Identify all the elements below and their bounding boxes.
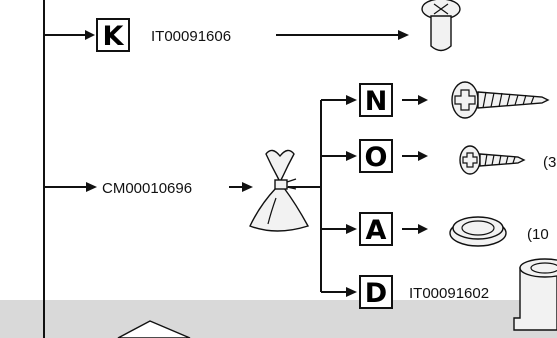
arrow-icon (86, 182, 97, 192)
callout-box-k (96, 18, 130, 52)
arrow-icon (346, 151, 357, 161)
arrow-icon (418, 95, 428, 105)
bag-code: CM00010696 (102, 180, 192, 197)
callout-letter-n: N (365, 86, 388, 117)
part-code-k: IT00091606 (151, 28, 231, 45)
bushing-icon (513, 258, 557, 331)
callout-box-d (359, 275, 393, 309)
arrow-icon (418, 224, 428, 234)
row-bag: CM00010696 (44, 149, 321, 232)
arrow-icon (346, 287, 357, 297)
callout-box-a (359, 212, 393, 246)
panel-tip-icon (117, 320, 191, 338)
callout-box-o (359, 139, 393, 173)
arrow-icon (346, 95, 357, 105)
row-d: D IT00091602 (321, 258, 557, 331)
row-o: O (3 (321, 139, 556, 175)
row-n: N (321, 81, 550, 119)
row-k: K IT00091606 (44, 0, 461, 52)
plastic-plug-icon (421, 0, 461, 52)
callout-letter-a: A (366, 215, 387, 246)
pan-head-screw-long-icon (451, 81, 550, 119)
arrow-icon (242, 182, 253, 192)
pan-head-screw-short-icon (459, 145, 526, 175)
arrow-icon (346, 224, 357, 234)
quantity-o: (3 (543, 154, 556, 171)
row-a: A (10 (321, 212, 549, 247)
callout-box-n (359, 83, 393, 117)
arrow-icon (85, 30, 95, 40)
callout-letter-o: O (365, 142, 388, 173)
part-code-d: IT00091602 (409, 285, 489, 302)
quantity-a: (10 (527, 226, 549, 243)
bag-icon (249, 149, 310, 232)
callout-letter-k: K (103, 21, 125, 52)
callout-letter-d: D (365, 278, 387, 309)
round-cap-icon (449, 216, 507, 247)
arrow-icon (398, 30, 409, 40)
arrow-icon (418, 151, 428, 161)
